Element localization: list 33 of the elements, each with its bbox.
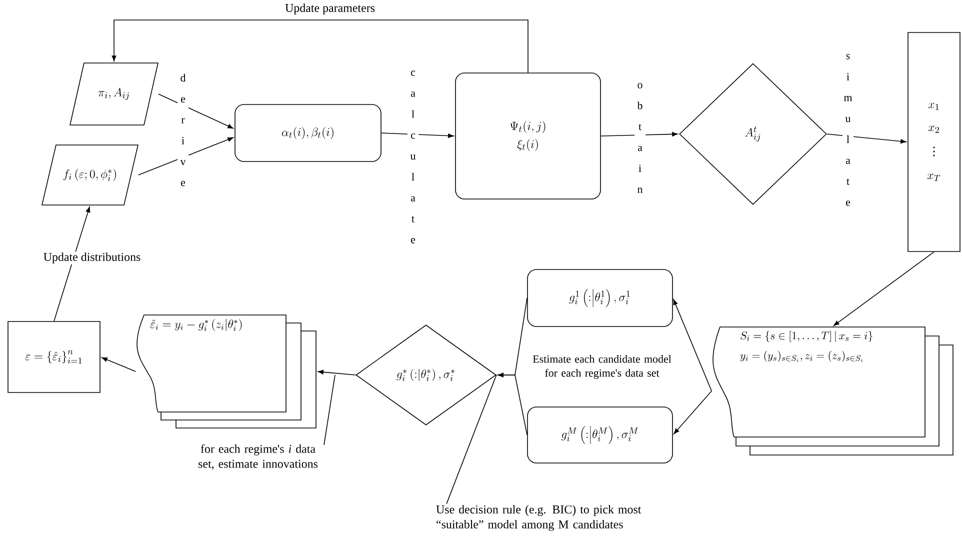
result-box: $\varepsilon=\left\{\hat{\varepsilon}_i\right\}_{i=1}^n$ [8,321,100,393]
arrow [158,94,234,129]
model-box: $g_i^M\left(:\middle|\theta_i^M\right),\sigma_i^M$ [527,406,673,464]
edge-label: c a l c u l a t e [408,70,418,244]
arrow [102,357,136,372]
edge-label: d e r i v e [178,72,188,188]
arrow [674,390,712,434]
document-stack: $\hat{\varepsilon}_i=y_i-g_i^*\left(z_i\middle|\theta_i^*\right)$ [136,314,316,428]
arrow [112,20,528,73]
edge-label: Update distributions [42,252,142,264]
document-stack: $S_i=\left\{s\in[1,\ldots,T]\,\middle|\,x_s=i\right\}$ $y_i=(y_s)_{s\in S_i}, z_i=(z_s)_{s\in S_i}$ [712,326,954,456]
edge-label: s i m u l a t e [842,53,854,207]
annotation-text: Estimate each candidate model for each regime's data set [532,355,672,379]
arrow [673,299,712,392]
process-box: $\Psi_t(i,j)$ $\xi_t(i)$ [455,72,601,200]
data-parallelogram: $\pi_i, A_{ij}$ [70,62,159,126]
output-box: $x_1$ $x_2$ $\vdots$ $x_T$ [908,32,960,252]
leader-line [324,374,336,446]
arrow [381,132,454,138]
arrow [600,132,678,136]
arrow [826,134,906,144]
connector-line [446,374,497,504]
arrow [498,372,528,436]
note-text: Use decision rule (e.g. BIC) to pick most “suitable” model among M candidates [436,505,642,531]
model-box: $g_i^1\left(:\middle|\theta_i^1\right),\sigma_i^1$ [527,269,673,327]
edge-label: Update parameters [284,2,376,16]
note-text: for each regime's i data set, estimate innovations [198,444,318,470]
arrow [834,252,934,326]
arrow [54,206,90,322]
arrow [318,370,356,376]
data-parallelogram: $f_i\left(\varepsilon;0,\phi_i^*\right)$ [42,144,139,206]
edge-label: o b t a i n [634,82,646,194]
process-box: $\alpha_t(i), \beta_t(i)$ [234,104,382,162]
